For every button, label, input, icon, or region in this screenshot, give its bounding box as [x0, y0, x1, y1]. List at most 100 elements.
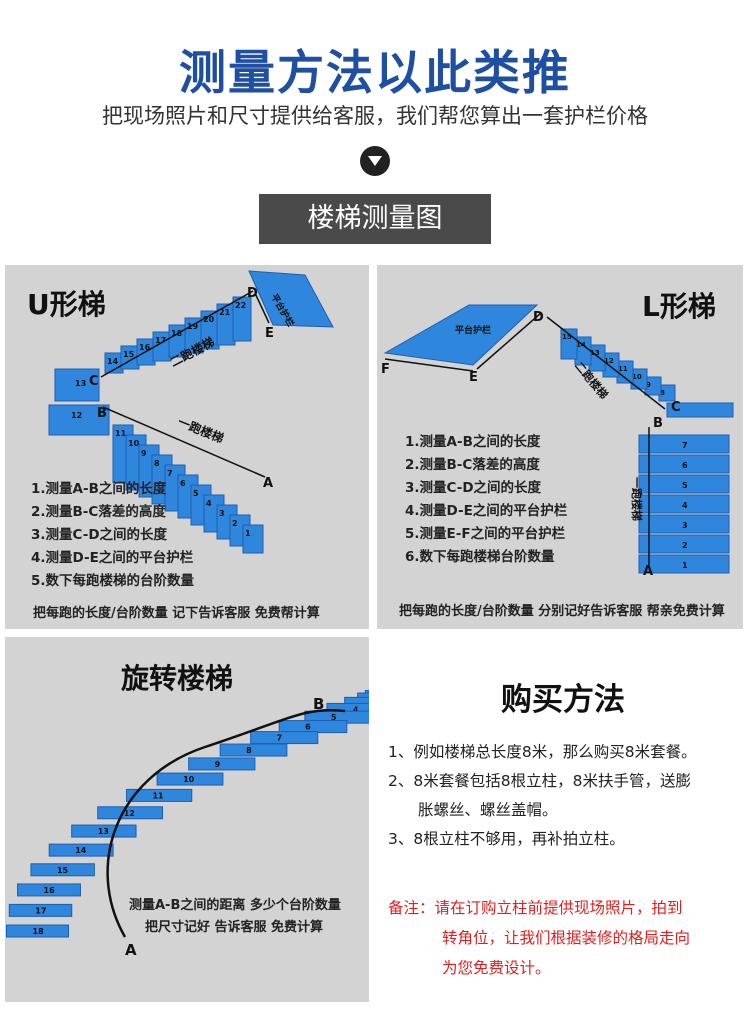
step-number-label: 8	[660, 389, 665, 397]
measure-line	[254, 292, 270, 324]
instruction-item: 6.数下每跑楼梯台阶数量	[405, 549, 555, 565]
stair-step	[278, 720, 348, 734]
step-number-label: 17	[35, 906, 46, 915]
note-continued: 为您免费设计。	[442, 959, 551, 977]
stair-step	[638, 554, 730, 574]
step-number-label: 15	[562, 333, 572, 341]
u-stair-instructions: 1.测量A-B之间的长度 2.测量B-C落差的高度 3.测量C-D之间的长度 4…	[31, 478, 194, 593]
section-banner: 楼梯测量图	[259, 194, 491, 244]
stair-step	[8, 903, 73, 917]
step-number-label: 12	[124, 809, 135, 818]
platform	[248, 270, 334, 328]
instruction-item: 2.测量B-C落差的高度	[31, 504, 166, 520]
point-a-label: A	[263, 476, 273, 491]
step-number-label: 14	[576, 341, 586, 349]
point-a-label: A	[643, 564, 653, 579]
measure-line	[546, 316, 666, 410]
step-number-label: 15	[123, 350, 135, 359]
note-label: 备注：	[388, 899, 435, 917]
purchase-item-text: 例如楼梯总长度8米，那么购买8米套餐。	[413, 743, 697, 761]
page-subtitle: 把现场照片和尺寸提供给客服，我们帮您算出一套护栏价格	[102, 104, 648, 128]
stair-step	[17, 883, 81, 897]
stair-step	[638, 514, 730, 534]
stair-step	[48, 843, 114, 857]
purchase-item-num: 3、	[388, 830, 414, 848]
instruction-item: 5.测量E-F之间的平台护栏	[405, 526, 566, 542]
point-a-label: A	[125, 941, 137, 959]
step-number-label: 5	[682, 481, 688, 490]
step-number-label: 17	[155, 336, 166, 345]
stair-step	[250, 731, 319, 745]
stair-step	[638, 474, 730, 494]
measure-line	[100, 290, 254, 378]
point-b-label: B	[653, 416, 663, 431]
instruction-item: 2.测量B-C落差的高度	[405, 457, 540, 473]
instruction-item: 4.测量D-E之间的平台护栏	[405, 503, 568, 519]
step-number-label: 1	[682, 561, 688, 570]
step-number-label: 11	[152, 791, 164, 800]
u-stair-panel: 11109876543211213141516171819202122平台护栏一…	[5, 265, 369, 629]
step-number-label: 15	[57, 866, 69, 875]
step-number-label: 12	[604, 357, 614, 365]
point-c-label: C	[671, 400, 681, 415]
purchase-item-num: 1、	[388, 743, 414, 761]
landing-step	[48, 404, 110, 436]
stair-step	[242, 524, 264, 554]
purchase-item: 2、8米套餐包括8根立柱，8米扶手管，送膨 胀螺丝、螺丝盖帽。	[388, 767, 740, 825]
step-number-label: 19	[187, 322, 199, 331]
step-number-label: 10	[632, 373, 642, 381]
purchase-item: 3、8根立柱不够用，再补拍立柱。	[388, 825, 740, 854]
u-stair-diagram: 11109876543211213141516171819202122平台护栏一…	[48, 270, 334, 554]
step-number-label: 13	[98, 827, 109, 836]
purchase-item-text: 8米套餐包括8根立柱，8米扶手管，送膨	[413, 772, 691, 790]
stair-step	[638, 434, 730, 454]
instruction-item: 5.数下每跑楼梯的台阶数量	[31, 573, 195, 589]
note-text: 请在订购立柱前提供现场照片，拍到	[434, 899, 683, 917]
measure-line	[384, 358, 474, 372]
purchase-item-continued: 胀螺丝、螺丝盖帽。	[418, 801, 558, 819]
down-arrow-icon	[360, 146, 390, 176]
step-number-label: 22	[235, 301, 246, 310]
step-number-label: 14	[75, 846, 87, 855]
step-number-label: 9	[646, 381, 651, 389]
step-number-label: 10	[183, 775, 195, 784]
purchase-item: 1、例如楼梯总长度8米，那么购买8米套餐。	[388, 738, 740, 767]
purchase-title: 购买方法	[501, 682, 625, 718]
step-number-label: 11	[115, 429, 127, 438]
landing-step	[666, 402, 734, 418]
stair-step	[638, 454, 730, 474]
step-number-label: 2	[682, 541, 688, 550]
spiral-stair-diagram: 123456789101112131415161718AB	[6, 690, 369, 959]
step-number-label: 20	[203, 315, 215, 324]
step-number-label: 13	[590, 349, 600, 357]
step-number-label: 16	[139, 343, 151, 352]
step-number-label: 11	[618, 365, 628, 373]
step-number-label: 21	[219, 308, 231, 317]
step-number-label: 9	[141, 449, 147, 458]
stair-step	[97, 806, 164, 820]
step-number-label: 6	[682, 461, 688, 470]
instruction-item: 3.测量C-D之间的长度	[405, 480, 542, 496]
step-number-label: 3	[219, 509, 225, 518]
stair-step	[71, 824, 137, 838]
step-number-label: 7	[167, 469, 173, 478]
landing-step	[54, 368, 100, 402]
spiral-note-line1: 测量A-B之间的距离 多少个台阶数量	[129, 898, 341, 913]
point-e-label: E	[265, 326, 274, 341]
point-e-label: E	[469, 370, 478, 385]
step-number-label: 4	[682, 501, 688, 510]
point-f-label: F	[381, 362, 390, 377]
u-stair-title: U形梯	[27, 288, 106, 321]
step-number-label: 6	[305, 723, 311, 732]
step-number-label: 7	[682, 441, 688, 450]
stair-step	[188, 757, 256, 771]
l-stair-title: L形梯	[642, 290, 716, 323]
stair-step	[156, 772, 224, 786]
measure-line	[476, 312, 542, 370]
step-number-label: 7	[277, 734, 283, 743]
measure-curve	[106, 708, 346, 938]
stair-step	[638, 534, 730, 554]
purchase-note: 备注：请在订购立柱前提供现场照片，拍到 转角位，让我们根据装修的格局走向 为您免…	[388, 893, 738, 983]
step-number-label: 9	[215, 760, 221, 769]
